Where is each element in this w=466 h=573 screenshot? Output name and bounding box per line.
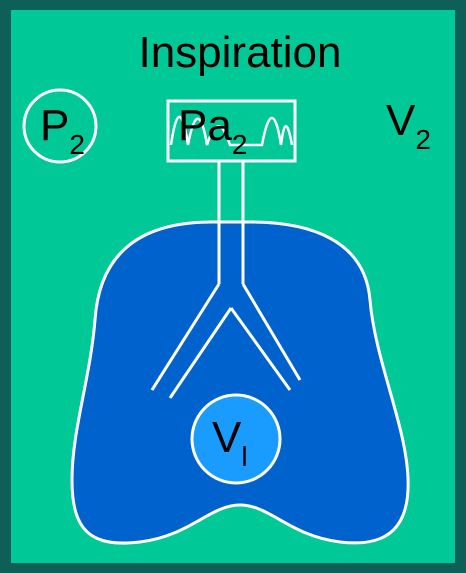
pressure-label-main: P — [40, 101, 69, 150]
volume-label-main: V — [386, 96, 416, 145]
volume-label-sub: 2 — [415, 124, 431, 155]
pressure-label-sub: 2 — [69, 129, 85, 160]
airway-pressure-main: Pa — [178, 101, 232, 150]
airway-pressure-sub: 2 — [232, 129, 248, 160]
lung-body — [72, 222, 408, 543]
lung-volume-main: V — [212, 413, 242, 462]
diagram-title: Inspiration — [138, 28, 341, 77]
lung-volume-sub: l — [241, 441, 247, 472]
